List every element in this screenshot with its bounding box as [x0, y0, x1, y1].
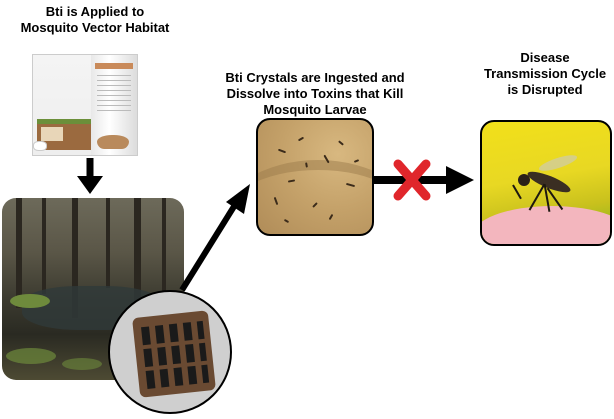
step-3-label: Disease Transmission Cycle is Disrupted [483, 50, 607, 97]
larvae-photo [256, 118, 374, 236]
wetland-habitat-photo [2, 198, 184, 380]
step-2-label: Bti Crystals are Ingested and Dissolve i… [225, 70, 405, 117]
arrow-icon-down [77, 158, 103, 194]
storm-drain-photo [108, 290, 232, 414]
arrow-icon-diagonal [179, 184, 250, 292]
mosquito-photo [480, 120, 612, 246]
arrow-icon-right [374, 166, 474, 194]
bti-product-photo [32, 54, 138, 156]
red-x-icon [393, 159, 431, 201]
step-1-label: Bti is Applied to Mosquito Vector Habita… [20, 4, 170, 35]
